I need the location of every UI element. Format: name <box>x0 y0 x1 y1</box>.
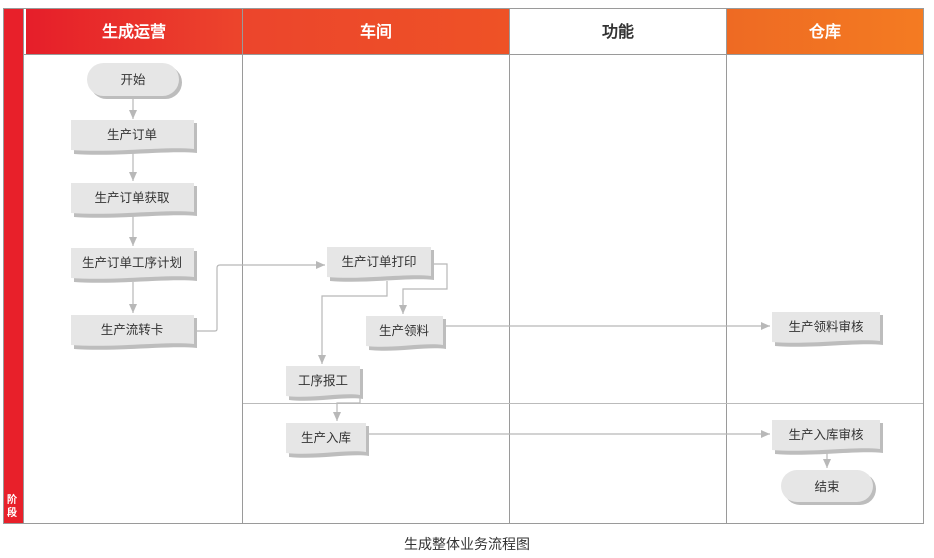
node-order-fetch: 生产订单获取 <box>71 183 197 218</box>
lane-header-workshop: 车间 <box>243 8 509 54</box>
lane-title-ops: 生成运营 <box>102 22 166 41</box>
stage-label-char-1: 阶 <box>7 493 18 506</box>
edge-print-report <box>318 281 388 364</box>
node-material-label: 生产领料 <box>379 323 430 338</box>
lane-header-warehouse: 仓库 <box>727 8 923 54</box>
node-order-plan-label: 生产订单工序计划 <box>82 255 182 270</box>
node-inbound-label: 生产入库 <box>301 430 351 445</box>
node-order-fetch-label: 生产订单获取 <box>94 190 170 205</box>
node-flow-card: 生产流转卡 <box>71 315 197 350</box>
node-report-label: 工序报工 <box>298 373 348 388</box>
lane-title-workshop: 车间 <box>360 22 392 41</box>
node-material: 生产领料 <box>366 316 446 351</box>
node-inbound: 生产入库 <box>286 423 369 458</box>
node-inbound-audit: 生产入库审核 <box>772 420 883 455</box>
node-order-print-label: 生产订单打印 <box>341 254 416 269</box>
node-end-label: 结束 <box>814 479 840 494</box>
node-material-audit: 生产领料审核 <box>772 312 883 347</box>
diagram-caption: 生成整体业务流程图 <box>404 537 530 553</box>
edge-card-print <box>196 261 325 332</box>
stage-bar: 阶 段 <box>3 8 23 523</box>
node-order-print: 生产订单打印 <box>327 247 434 282</box>
node-start-label: 开始 <box>120 72 146 87</box>
node-report: 工序报工 <box>286 366 363 401</box>
stage-bar-fill <box>3 8 23 523</box>
lane-header-function: 功能 <box>510 8 726 54</box>
lane-headers: 生成运营 车间 功能 仓库 <box>26 8 923 54</box>
stage-label-char-2: 段 <box>7 506 17 519</box>
node-material-audit-label: 生产领料审核 <box>788 319 864 334</box>
connectors <box>129 97 831 468</box>
lane-title-warehouse: 仓库 <box>808 22 841 41</box>
node-order: 生产订单 <box>71 120 197 155</box>
diagram-border <box>3 8 924 524</box>
lane-header-ops: 生成运营 <box>26 8 242 54</box>
node-order-plan: 生产订单工序计划 <box>71 248 197 283</box>
lane-title-function: 功能 <box>602 22 634 41</box>
flow-nodes: 开始 生产订单 生产订单获取 生产订单工序计划 生产流转卡 <box>71 63 883 505</box>
node-inbound-audit-label: 生产入库审核 <box>788 427 864 442</box>
node-start: 开始 <box>87 63 182 99</box>
node-flow-card-label: 生产流转卡 <box>101 322 164 337</box>
lane-grid <box>3 8 924 524</box>
edge-print-material <box>399 263 448 314</box>
node-order-label: 生产订单 <box>107 127 157 142</box>
node-end: 结束 <box>781 470 876 505</box>
